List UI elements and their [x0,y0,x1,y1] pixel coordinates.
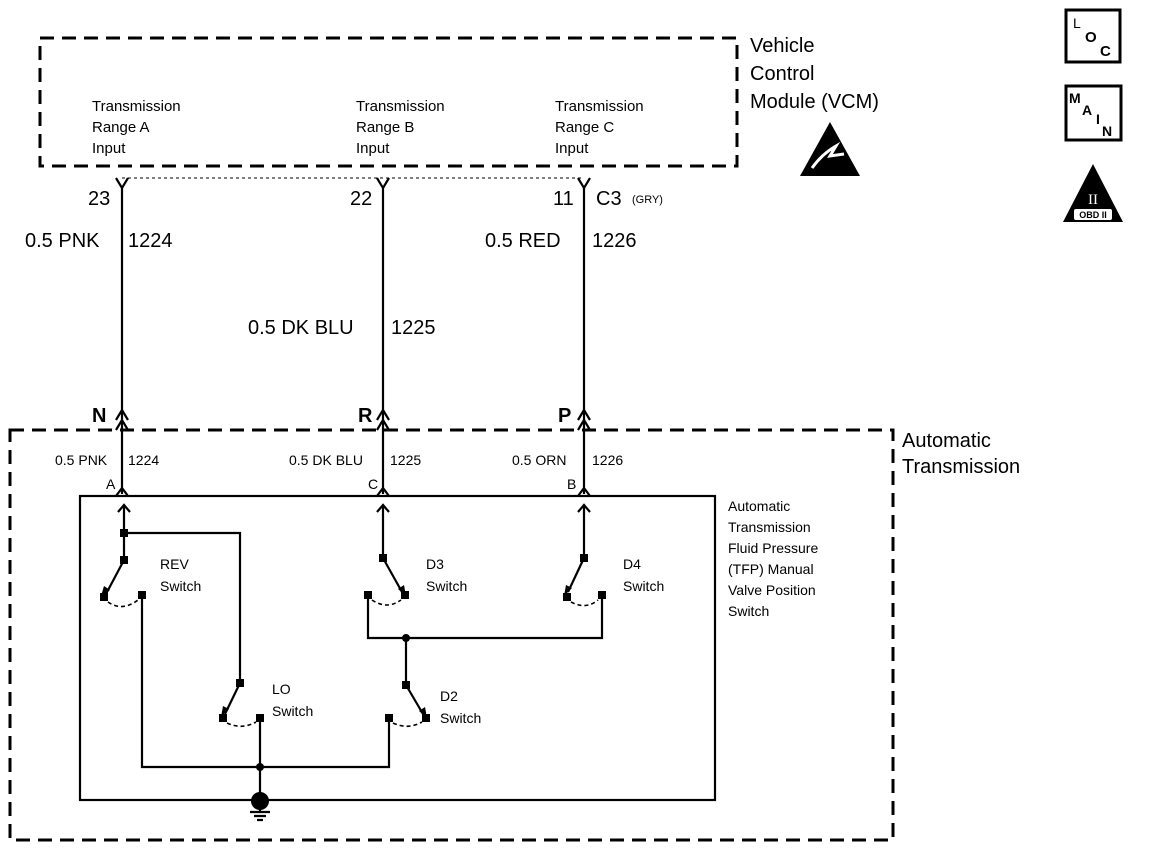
switch-name: REV [160,556,189,572]
vcm-title-line: Module (VCM) [750,91,879,113]
wire-1226-lower: 0.5 ORN 1226 B [512,425,623,497]
tfp-label-line: Transmission [728,519,811,535]
obd-numeral: II [1088,192,1098,208]
tfp-switch-box [78,494,717,802]
pin-letter: B [567,476,576,492]
transmission-title: Transmission [902,456,1020,478]
main-letter: M [1069,90,1081,106]
wire-color: 0.5 DK BLU [248,317,354,339]
circuit-number: 1226 [592,452,623,468]
wire-1225-upper: 22 0.5 DK BLU 1225 [248,177,436,425]
circuit-number: 1225 [391,317,436,339]
d4-switch: D4 Switch [563,554,664,607]
connector-p: P [558,405,591,431]
vcm-input-c: Transmission Range C Input [555,98,644,157]
switch-name: LO [272,681,291,697]
connector-id: C3 [596,188,622,210]
tfp-switch-label: Automatic Transmission Fluid Pressure (T… [728,498,818,619]
circuit-number: 1224 [128,230,173,252]
transmission-title: Automatic [902,430,991,452]
connector-n: N [92,405,129,431]
input-label: Range A [92,119,150,136]
vcm-title-line: Vehicle [750,35,815,57]
lo-switch: LO Switch [219,679,313,728]
pin-number: 23 [88,188,110,210]
loc-icon: L O C [1064,8,1122,64]
tfp-label-line: Valve Position [728,582,816,598]
input-label: Range C [555,119,614,136]
connector-letter: N [92,405,106,427]
tfp-label-line: Fluid Pressure [728,540,818,556]
input-label: Transmission [356,98,445,115]
transmission-box [8,428,895,842]
input-label: Transmission [555,98,644,115]
tfp-label-line: Automatic [728,498,790,514]
loc-letter: O [1085,29,1097,46]
switch-name: D2 [440,688,458,704]
d2-switch: D2 Switch [385,634,481,728]
circuit-number: 1225 [390,452,421,468]
wire-1225-lower: 0.5 DK BLU 1225 C [289,425,421,497]
input-label: Input [555,140,589,157]
input-label: Input [92,140,126,157]
circuit-number: 1224 [128,452,159,468]
vcm-input-b: Transmission Range B Input [356,98,445,157]
vcm-input-a: Transmission Range A Input [92,98,181,157]
pin-letter: A [106,476,116,492]
connector-letter: P [558,405,571,427]
switch-label: Switch [623,578,664,594]
switch-label: Switch [426,578,467,594]
ground-icon [250,763,270,822]
main-letter: A [1082,102,1092,118]
wire-color: 0.5 PNK [55,452,108,468]
switch-label: Switch [440,710,481,726]
connector-letter: R [358,405,373,427]
d3-switch: D3 Switch [364,554,467,606]
input-label: Transmission [92,98,181,115]
pin-letter: C [368,476,378,492]
wire-1224-lower: 0.5 PNK 1224 A [55,425,159,497]
vcm-box [38,36,739,168]
rev-switch: REV Switch [100,529,201,608]
connector-color: (GRY) [632,194,663,206]
vcm-title-line: Control [750,63,814,85]
wire-color: 0.5 ORN [512,452,566,468]
switch-label: Switch [160,578,201,594]
tfp-label-line: (TFP) Manual [728,561,814,577]
wire-1224-upper: 23 0.5 PNK 1224 [25,177,173,425]
switch-label: Switch [272,703,313,719]
wire-1226-upper: 11 C3 (GRY) 0.5 RED 1226 [485,177,663,425]
main-letter: N [1102,123,1112,139]
pin-number: 22 [350,188,372,210]
wire-color: 0.5 DK BLU [289,452,363,468]
wire-color: 0.5 PNK [25,230,100,252]
main-icon: M A I N [1064,84,1123,142]
circuit-number: 1226 [592,230,637,252]
internal-wiring [117,503,604,800]
loc-letter: L [1073,15,1081,31]
obd-text: OBD II [1079,210,1107,220]
switch-name: D3 [426,556,444,572]
connector-r: R [358,405,390,431]
main-letter: I [1096,111,1100,127]
tfp-label-line: Switch [728,603,769,619]
obd-ii-icon: II OBD II [1063,164,1123,222]
input-label: Input [356,140,390,157]
esd-sensitive-icon [800,122,860,176]
loc-letter: C [1100,43,1111,60]
input-label: Range B [356,119,414,136]
switch-name: D4 [623,556,641,572]
vcm-title: Vehicle Control Module (VCM) [750,35,879,113]
pin-number: 11 [553,188,574,210]
wire-color: 0.5 RED [485,230,561,252]
